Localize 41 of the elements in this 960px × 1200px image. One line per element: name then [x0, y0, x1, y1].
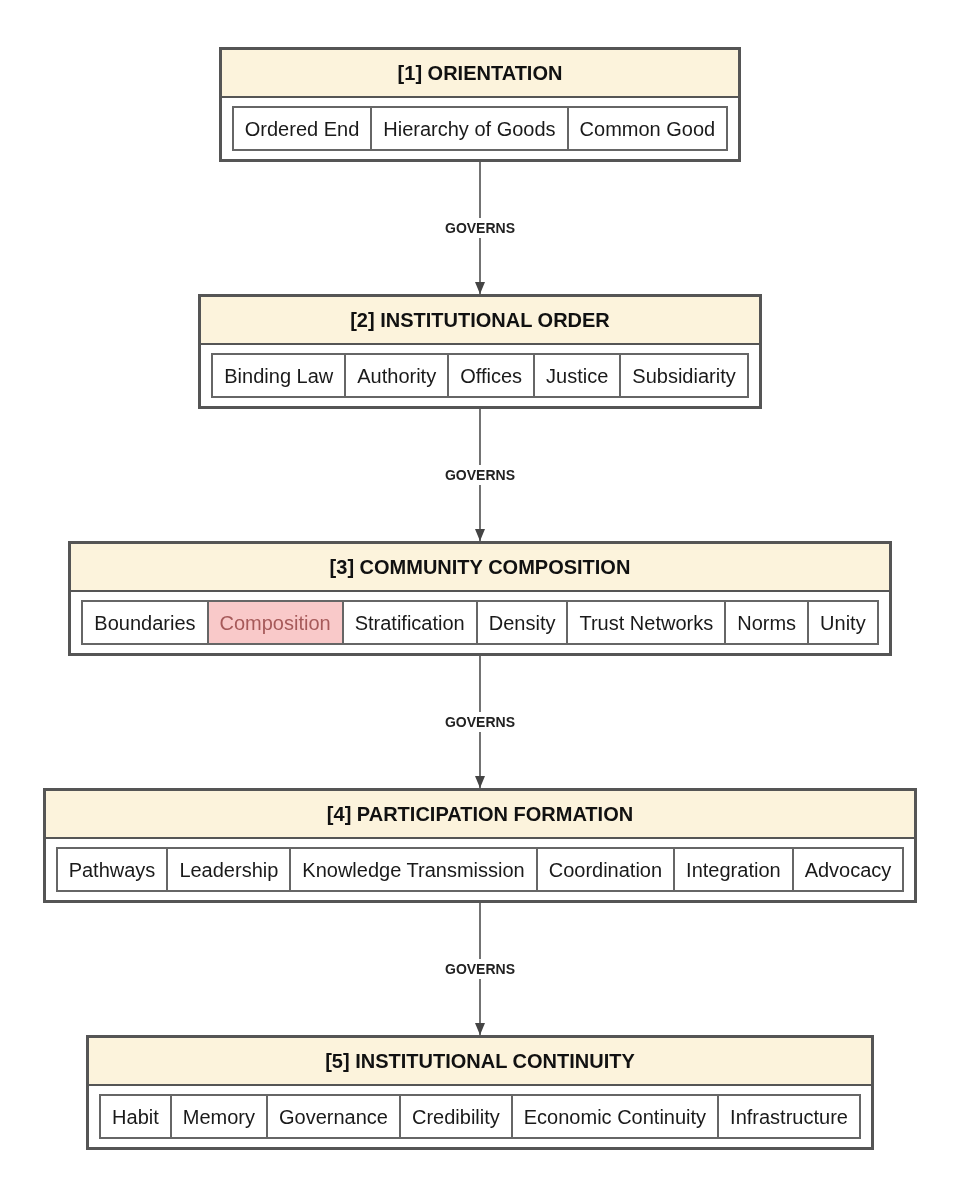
term-cell: Infrastructure [717, 1096, 859, 1137]
term-cell: Integration [673, 849, 792, 890]
term-cell: Unity [807, 602, 877, 643]
term-cell: Binding Law [213, 355, 345, 396]
term-cell: Coordination [535, 849, 674, 890]
highlighted-term-cell: Composition [206, 602, 342, 643]
section-box [42, 788, 918, 903]
term-cell: Governance [266, 1096, 399, 1137]
section-heading: [1] ORIENTATION [221, 50, 739, 98]
section-box [198, 294, 762, 409]
term-cell: Subsidiarity [619, 355, 747, 396]
section-box [218, 47, 742, 162]
term-cell: Offices [447, 355, 534, 396]
term-cell: Ordered End [233, 108, 371, 149]
term-cell: Hierarchy of Goods [370, 108, 567, 149]
edge-label: GOVERNS [443, 465, 517, 485]
term-cell: Trust Networks [566, 602, 725, 643]
term-cell: Economic Continuity [510, 1096, 718, 1137]
term-cell: Authority [344, 355, 448, 396]
term-cell: Leadership [166, 849, 290, 890]
term-cell: Knowledge Transmission [289, 849, 536, 890]
edge-label: GOVERNS [443, 959, 517, 979]
section-heading: [4] PARTICIPATION FORMATION [45, 791, 915, 839]
term-cell: Boundaries [83, 602, 207, 643]
term-cell: Justice [533, 355, 620, 396]
term-cell: Common Good [566, 108, 727, 149]
term-cell: Memory [169, 1096, 266, 1137]
term-cell: Stratification [341, 602, 476, 643]
edge-label: GOVERNS [443, 218, 517, 238]
edge-label: GOVERNS [443, 712, 517, 732]
section-heading: [2] INSTITUTIONAL ORDER [201, 297, 759, 345]
section-heading: [5] INSTITUTIONAL CONTINUITY [89, 1038, 871, 1086]
term-cell: Density [475, 602, 567, 643]
term-cell: Credibility [398, 1096, 511, 1137]
term-cell: Habit [101, 1096, 170, 1137]
section-box [86, 1035, 874, 1150]
term-cell: Pathways [57, 849, 167, 890]
term-cell: Advocacy [791, 849, 903, 890]
term-cell: Norms [724, 602, 808, 643]
section-heading: [3] COMMUNITY COMPOSITION [71, 544, 889, 592]
section-box [68, 541, 892, 656]
